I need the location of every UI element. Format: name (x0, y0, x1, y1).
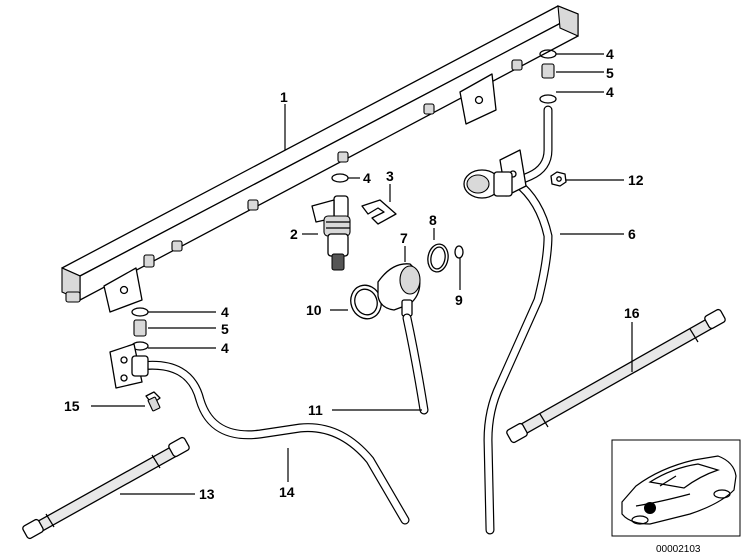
callout-13: 13 (199, 486, 215, 502)
location-marker (644, 502, 656, 514)
injector-clip (361, 199, 397, 225)
callout-12: 12 (628, 172, 644, 188)
fuel-return-line (109, 343, 410, 525)
fuel-feed-line (463, 105, 553, 535)
callout-15: 15 (64, 398, 80, 414)
callout-11: 11 (308, 402, 323, 418)
leader-lines (91, 53, 633, 495)
vacuum-hose (402, 313, 429, 415)
callout-4-lower-b: 4 (221, 340, 229, 356)
callout-5-lower: 5 (221, 321, 229, 337)
bolt (145, 391, 161, 412)
callout-4-injector: 4 (363, 170, 371, 186)
callout-4-lower-a: 4 (221, 304, 229, 320)
callout-6: 6 (628, 226, 636, 242)
callout-7: 7 (400, 230, 408, 246)
seal-ring (427, 243, 449, 273)
lower-seal-stack (131, 307, 149, 351)
callout-4-upper: 4 (606, 84, 614, 100)
callout-14: 14 (279, 484, 295, 500)
callout-5-top: 5 (606, 65, 614, 81)
fuel-hose-left (22, 436, 190, 540)
callout-2: 2 (290, 226, 298, 242)
washer (454, 245, 464, 259)
callout-4-top: 4 (606, 46, 614, 62)
upper-seal-stack (539, 49, 557, 104)
locator-inset (611, 439, 741, 537)
callout-labels: 1 4 5 4 12 6 4 3 2 7 8 9 10 4 5 4 15 11 … (64, 46, 644, 502)
document-number: 00002103 (656, 544, 701, 555)
callout-9: 9 (455, 292, 463, 308)
car-icon (621, 455, 737, 525)
callout-1: 1 (280, 89, 288, 105)
callout-16: 16 (624, 305, 640, 321)
fuel-hose-right (506, 308, 726, 444)
callout-10: 10 (306, 302, 322, 318)
callout-3: 3 (386, 168, 394, 184)
fuel-injector (311, 173, 351, 271)
callout-8: 8 (429, 212, 437, 228)
fuel-rail (61, 5, 579, 313)
hex-nut (550, 171, 567, 187)
pressure-regulator (350, 263, 421, 320)
